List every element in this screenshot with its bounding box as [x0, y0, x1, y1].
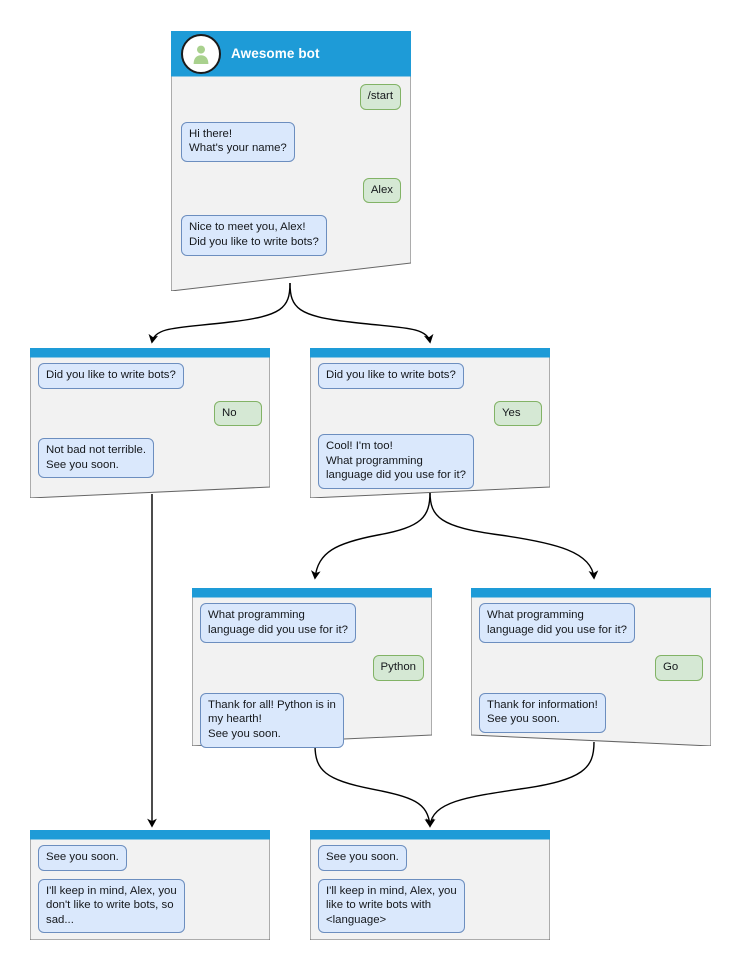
- node-body-go-branch: What programming language did you use fo…: [471, 597, 711, 741]
- edge-root-to-yes: [289, 282, 434, 344]
- message-row: Not bad not terrible. See you soon.: [38, 438, 262, 479]
- node-body-python-branch: What programming language did you use fo…: [192, 597, 432, 756]
- node-header-go-branch: [471, 588, 711, 597]
- message-row: See you soon.: [38, 845, 262, 871]
- message-row: Did you like to write bots?: [38, 363, 262, 389]
- node-header-end-yes: [310, 830, 550, 839]
- edge-yes-to-go: [429, 491, 599, 580]
- message-row: What programming language did you use fo…: [200, 603, 424, 644]
- message-row: /start: [181, 84, 401, 110]
- chat-node-yes-branch[interactable]: Did you like to write bots? Yes Cool! I'…: [310, 348, 550, 498]
- bot-message-bubble: Thank for all! Python is in my hearth! S…: [200, 692, 344, 748]
- bot-message-bubble: Did you like to write bots?: [38, 363, 184, 389]
- bot-message-bubble: What programming language did you use fo…: [200, 603, 356, 644]
- node-header-end-no: [30, 830, 270, 839]
- chat-node-go-branch[interactable]: What programming language did you use fo…: [471, 588, 711, 746]
- message-row: Yes: [318, 400, 542, 427]
- user-message-bubble: Python: [372, 655, 424, 681]
- bot-message-bubble: I'll keep in mind, Alex, you don't like …: [38, 878, 185, 934]
- node-body-end-yes: See you soon. I'll keep in mind, Alex, y…: [310, 839, 550, 941]
- node-body-yes-branch: Did you like to write bots? Yes Cool! I'…: [310, 357, 550, 497]
- message-row: See you soon.: [318, 845, 542, 871]
- message-row: I'll keep in mind, Alex, you don't like …: [38, 878, 262, 934]
- node-header-no-branch: [30, 348, 270, 357]
- message-row: Alex: [181, 177, 401, 204]
- message-row: Hi there! What's your name?: [181, 121, 401, 162]
- message-row: What programming language did you use fo…: [479, 603, 703, 644]
- node-header-yes-branch: [310, 348, 550, 357]
- edge-yes-to-python: [310, 491, 431, 580]
- message-row: I'll keep in mind, Alex, you like to wri…: [318, 878, 542, 934]
- chat-node-no-branch[interactable]: Did you like to write bots? No Not bad n…: [30, 348, 270, 498]
- user-message-bubble: /start: [359, 84, 401, 110]
- user-message-bubble: No: [214, 400, 262, 427]
- node-body-root: /start Hi there! What's your name? Alex …: [171, 76, 411, 262]
- node-title-root: Awesome bot: [231, 46, 320, 61]
- message-row: Nice to meet you, Alex! Did you like to …: [181, 215, 401, 256]
- bot-message-bubble: Hi there! What's your name?: [181, 121, 295, 162]
- node-header-root: Awesome bot: [171, 31, 411, 76]
- chat-node-python-branch[interactable]: What programming language did you use fo…: [192, 588, 432, 748]
- edge-root-to-no: [148, 282, 291, 344]
- bot-message-bubble: I'll keep in mind, Alex, you like to wri…: [318, 878, 465, 934]
- bot-message-bubble: Not bad not terrible. See you soon.: [38, 438, 155, 479]
- message-row: Did you like to write bots?: [318, 363, 542, 389]
- user-message-bubble: Yes: [494, 400, 542, 427]
- bot-message-bubble: What programming language did you use fo…: [479, 603, 635, 644]
- person-avatar-icon: [181, 33, 221, 74]
- node-body-end-no: See you soon. I'll keep in mind, Alex, y…: [30, 839, 270, 941]
- bot-message-bubble: See you soon.: [38, 845, 127, 871]
- message-row: Cool! I'm too! What programming language…: [318, 434, 542, 489]
- message-row: Thank for information! See you soon.: [479, 692, 703, 733]
- message-row: Python: [200, 655, 424, 681]
- message-row: Thank for all! Python is in my hearth! S…: [200, 692, 424, 748]
- user-message-bubble: Go: [655, 655, 703, 681]
- chat-node-end-no[interactable]: See you soon. I'll keep in mind, Alex, y…: [30, 830, 270, 940]
- node-body-no-branch: Did you like to write bots? No Not bad n…: [30, 357, 270, 486]
- edge-go-to-end: [425, 741, 595, 828]
- edge-python-to-end: [314, 744, 435, 828]
- message-row: No: [38, 400, 262, 427]
- bot-message-bubble: Thank for information! See you soon.: [479, 692, 606, 733]
- node-header-python-branch: [192, 588, 432, 597]
- bot-message-bubble: See you soon.: [318, 845, 407, 871]
- chat-node-root[interactable]: Awesome bot /start Hi there! What's your…: [171, 31, 411, 291]
- message-row: Go: [479, 655, 703, 681]
- bot-message-bubble: Did you like to write bots?: [318, 363, 464, 389]
- chat-node-end-yes[interactable]: See you soon. I'll keep in mind, Alex, y…: [310, 830, 550, 940]
- bot-message-bubble: Nice to meet you, Alex! Did you like to …: [181, 215, 327, 256]
- bot-message-bubble: Cool! I'm too! What programming language…: [318, 434, 474, 489]
- user-message-bubble: Alex: [362, 177, 401, 204]
